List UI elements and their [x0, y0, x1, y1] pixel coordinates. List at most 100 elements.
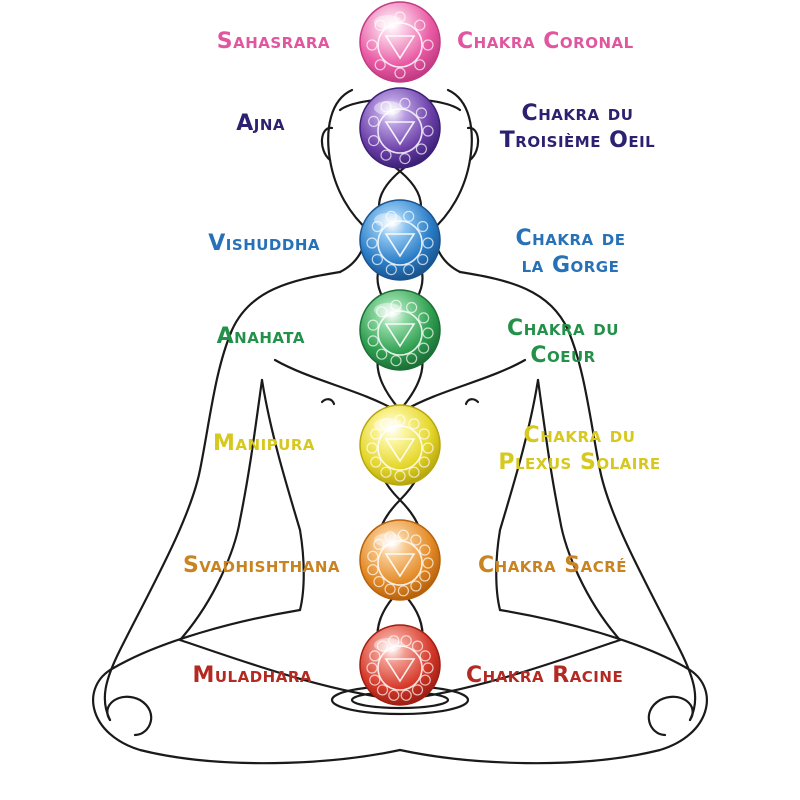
inner-leg-right [398, 638, 622, 702]
left-inner-arm [178, 378, 264, 642]
right-nipple [464, 398, 480, 406]
lotus-ring-icon [377, 22, 423, 68]
lotus-petal-icon [370, 428, 382, 440]
left-hand [106, 695, 153, 737]
lotus-petal-icon [394, 67, 406, 79]
lotus-petal-icon [403, 264, 415, 276]
lotus-petal-icon [410, 580, 422, 592]
lotus-petal-icon [419, 650, 431, 662]
lotus-petal-icon [374, 59, 386, 71]
label-svadhishthana: Svadhishthana [182, 553, 340, 578]
label-line: Coeur [530, 343, 596, 368]
sphere-highlight [374, 213, 402, 227]
lotus-ring-icon [377, 540, 423, 586]
lotus-petal-icon [385, 264, 397, 276]
lotus-petal-icon [406, 352, 418, 365]
lotus-ring-icon [377, 310, 423, 356]
chakra-sphere-sahasrara [359, 1, 441, 83]
chest-line [273, 358, 527, 412]
lotus-petal-icon [373, 538, 385, 551]
chakra-yantra-icon [384, 121, 416, 146]
lotus-petal-icon [422, 125, 434, 137]
lotus-petal-icon [390, 355, 402, 367]
lotus-petal-icon [422, 442, 434, 454]
lotus-petal-icon [403, 210, 415, 222]
lotus-petal-icon [376, 348, 388, 360]
lotus-petal-icon [422, 237, 434, 249]
right-shoulder-arm [458, 270, 697, 722]
lotus-petal-icon [397, 529, 409, 541]
lotus-petal-icon [390, 299, 402, 311]
lotus-petal-icon [419, 570, 431, 582]
lotus-petal-icon [408, 418, 420, 430]
right-ear [466, 126, 480, 162]
inner-leg-left [178, 638, 402, 702]
lotus-petal-icon [388, 635, 400, 647]
chakra-yantra-icon [384, 438, 416, 463]
label-chakra-racine: Chakra Racine [466, 663, 624, 688]
label-muladhara: Muladhara [192, 663, 312, 688]
lotus-ring-icon [377, 108, 423, 154]
label-chakra-sacre: Chakra Sacré [478, 553, 628, 578]
left-leg [92, 608, 402, 765]
chakra-sphere-vishuddha [359, 199, 441, 281]
lotus-petal-icon [384, 531, 396, 543]
lotus-petal-icon [385, 210, 397, 222]
lotus-petal-icon [374, 19, 386, 31]
lotus-petal-icon [418, 456, 430, 468]
lotus-petal-icon [366, 442, 378, 454]
sphere-highlight [374, 303, 402, 317]
right-hand [647, 695, 694, 737]
label-vishuddha: Vishuddha [208, 231, 320, 256]
lotus-petal-icon [422, 557, 434, 569]
right-torso [495, 378, 540, 612]
sphere-highlight [374, 638, 402, 652]
lotus-petal-icon [366, 39, 378, 51]
sphere-highlight [374, 15, 402, 29]
label-line: Chakra du [507, 316, 619, 341]
lotus-petal-icon [397, 585, 409, 597]
lotus-petal-icon [417, 253, 429, 266]
lotus-petal-icon [371, 220, 383, 233]
left-nipple [320, 398, 336, 406]
label-line: Chakra de [515, 226, 626, 251]
label-line: la Gorge [521, 253, 620, 278]
lotus-petal-icon [371, 253, 383, 266]
chakra-yantra-icon [384, 323, 416, 348]
lotus-petal-icon [419, 674, 431, 686]
lotus-petal-icon [368, 115, 380, 128]
lotus-petal-icon [380, 418, 392, 430]
lotus-petal-icon [366, 662, 378, 674]
lotus-ring-icon [377, 220, 423, 266]
lotus-petal-icon [406, 301, 418, 314]
label-line: Plexus Solaire [498, 450, 661, 475]
lotus-petal-icon [368, 135, 380, 147]
lotus-ring-icon [377, 425, 423, 471]
label-anahata: Anahata [216, 324, 305, 349]
lotus-petal-icon [380, 101, 392, 113]
lotus-petal-icon [400, 689, 412, 701]
lotus-petal-icon [394, 11, 406, 23]
lotus-petal-icon [380, 466, 392, 478]
lotus-petal-icon [394, 470, 406, 482]
lotus-petal-icon [415, 107, 427, 119]
lotus-ring-icon [377, 645, 423, 691]
label-ajna: Ajna [236, 111, 285, 136]
lotus-petal-icon [422, 662, 434, 674]
chakra-yantra-icon [384, 233, 416, 258]
right-inner-arm [536, 378, 622, 642]
lotus-petal-icon [376, 306, 388, 318]
label-chakra-troisieme-oeil: Chakra du Troisième Oeil [475, 100, 680, 154]
sphere-highlight [374, 101, 402, 115]
lotus-petal-icon [422, 327, 434, 339]
lotus-petal-icon [373, 575, 385, 588]
left-shoulder-arm [103, 270, 342, 722]
label-chakra-coeur: Chakra du Coeur [483, 315, 643, 369]
left-torso [260, 378, 305, 612]
lotus-petal-icon [408, 466, 420, 478]
lotus-petal-icon [367, 564, 379, 576]
lotus-petal-icon [411, 684, 424, 696]
chakra-yantra-icon [384, 35, 416, 60]
lotus-petal-icon [417, 220, 429, 233]
